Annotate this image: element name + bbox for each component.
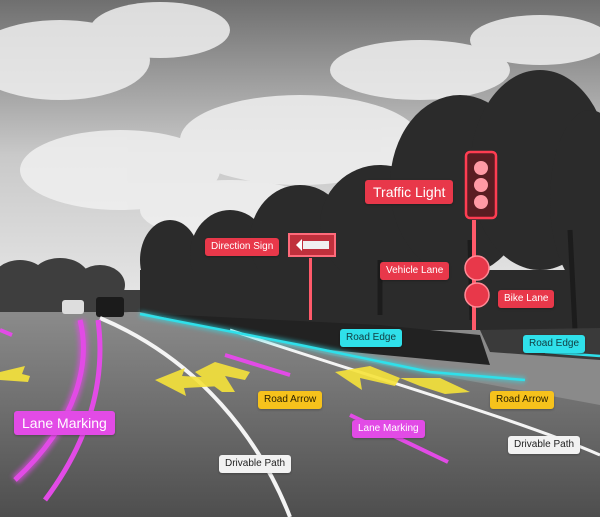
trees-right	[140, 70, 600, 330]
road-edge-label-right: Road Edge	[523, 335, 586, 353]
traffic-light-label: Traffic Light	[365, 180, 454, 204]
vehicle-lane-label: Vehicle Lane	[380, 262, 450, 280]
direction-sign-board	[288, 233, 336, 320]
road-arrow-overlay	[0, 362, 470, 396]
bike-lane-label: Bike Lane	[498, 290, 555, 308]
drivable-path-label-right: Drivable Path	[508, 436, 581, 454]
road-arrow-label-right: Road Arrow	[490, 391, 555, 409]
lane-marking-label-small: Lane Marking	[352, 420, 425, 438]
road	[0, 312, 600, 517]
direction-sign-label: Direction Sign	[205, 238, 280, 256]
drivable-path-label-left: Drivable Path	[219, 455, 292, 473]
white-lane-line	[99, 316, 292, 517]
road-edge-label-left: Road Edge	[340, 329, 403, 347]
cars	[62, 297, 124, 317]
lane-signs	[464, 255, 490, 308]
lane-marking-label-big: Lane Marking	[14, 411, 115, 435]
road-arrow-label-left: Road Arrow	[258, 391, 323, 409]
